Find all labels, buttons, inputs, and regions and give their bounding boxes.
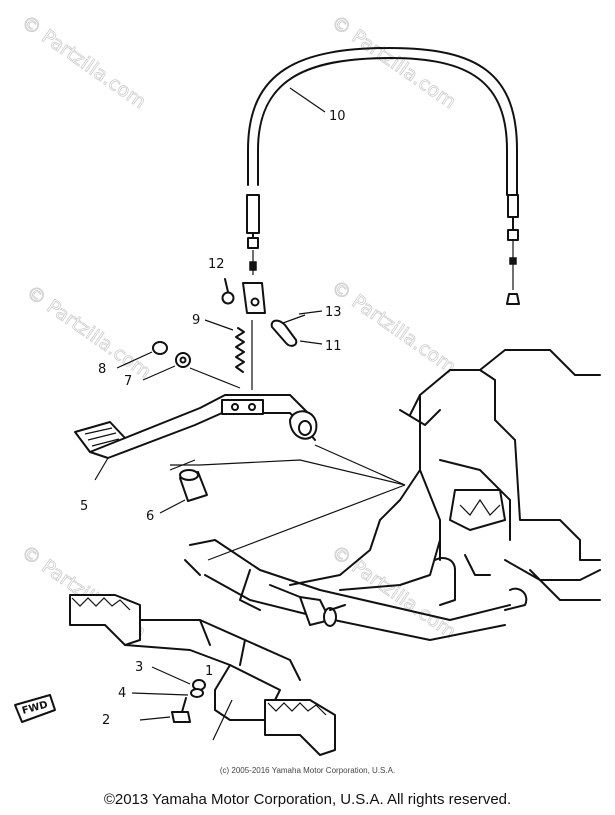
footrest-fasteners[interactable] (131, 666, 206, 723)
watermark: © Partzilla.com (327, 276, 460, 378)
assembly-lines (169, 444, 406, 561)
part-labels: 1 2 3 4 5 6 7 8 9 10 11 12 13 (80, 109, 346, 728)
clevis-and-nut[interactable] (221, 278, 266, 314)
part-label-12: 12 (208, 257, 225, 272)
footrest-bracket[interactable] (184, 539, 511, 641)
leader-line (131, 692, 189, 696)
leader-line (139, 716, 171, 721)
leader-line (159, 499, 186, 514)
brake-cable[interactable] (246, 47, 520, 305)
washer-and-bushing[interactable] (116, 341, 241, 389)
leader-line (298, 310, 323, 315)
clevis-pin[interactable] (270, 310, 323, 347)
footer-copyright: ©2013 Yamaha Motor Corporation, U.S.A. A… (103, 791, 512, 808)
pedal-bushing[interactable] (159, 459, 406, 514)
part-label-4: 4 (118, 686, 126, 701)
part-label-9: 9 (192, 313, 200, 328)
footrest-assembly[interactable] (69, 594, 336, 756)
part-label-10: 10 (329, 109, 346, 124)
part-label-8: 8 (98, 362, 106, 377)
frame-and-engine (289, 349, 601, 611)
leader-line (142, 365, 176, 381)
part-label-2: 2 (102, 713, 110, 728)
part-label-1: 1 (205, 664, 213, 679)
part-label-6: 6 (146, 509, 154, 524)
leader-line (299, 340, 323, 345)
part-label-13: 13 (325, 305, 342, 320)
part-label-11: 11 (325, 339, 342, 354)
leader-line (116, 351, 153, 369)
diagram-copyright: (c) 2005-2016 Yamaha Motor Corporation, … (219, 766, 396, 775)
leader-line (212, 699, 233, 741)
part-label-7: 7 (124, 374, 132, 389)
part-label-3: 3 (135, 660, 143, 675)
leader-line (94, 457, 109, 481)
forward-direction-mark: FWD (14, 694, 56, 723)
watermark: © Partzilla.com (17, 11, 150, 113)
part-label-5: 5 (80, 499, 88, 514)
leader-line (151, 666, 191, 685)
brake-pedal[interactable] (74, 394, 318, 481)
leader-line (289, 87, 326, 113)
watermark: © Partzilla.com (22, 281, 155, 383)
return-spring[interactable] (204, 319, 253, 390)
